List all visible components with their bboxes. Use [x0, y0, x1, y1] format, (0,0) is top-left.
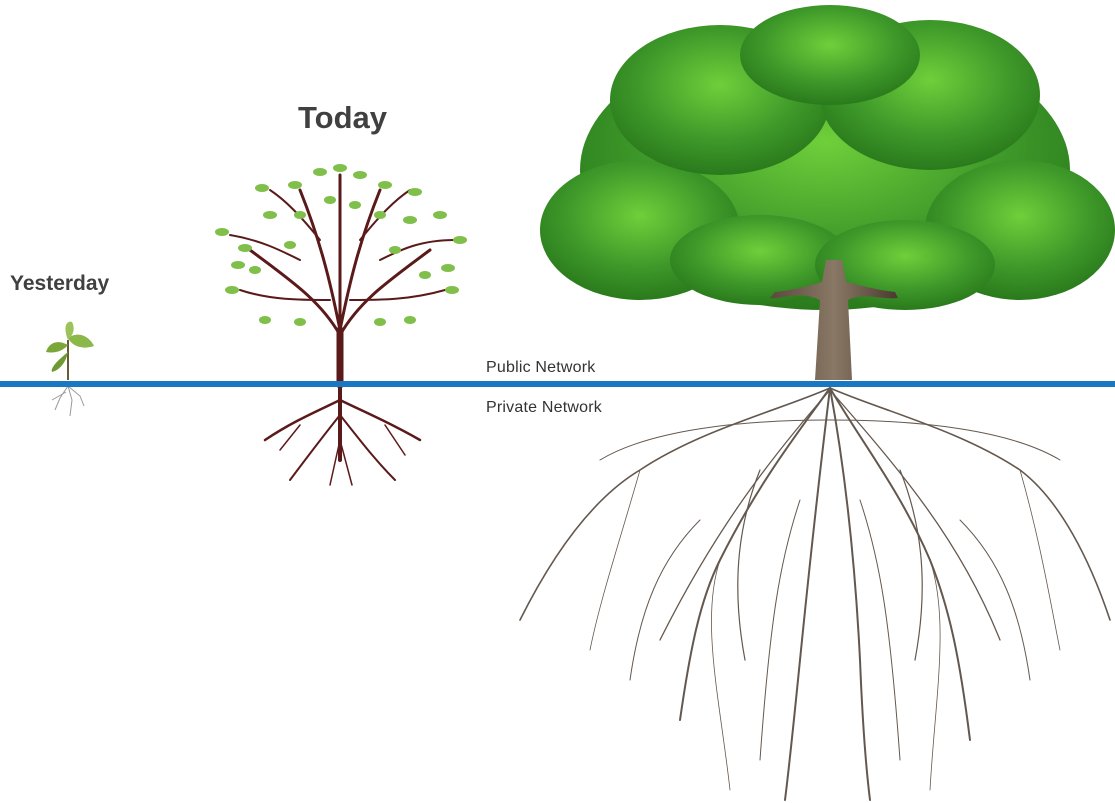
sapling-illustration — [46, 322, 94, 416]
public-network-label: Public Network — [486, 359, 596, 377]
yesterday-label: Yesterday — [10, 272, 109, 296]
young-tree-illustration — [215, 164, 467, 485]
large-tree-illustration — [520, 5, 1115, 800]
private-network-label: Private Network — [486, 399, 602, 417]
today-label: Today — [298, 100, 387, 136]
